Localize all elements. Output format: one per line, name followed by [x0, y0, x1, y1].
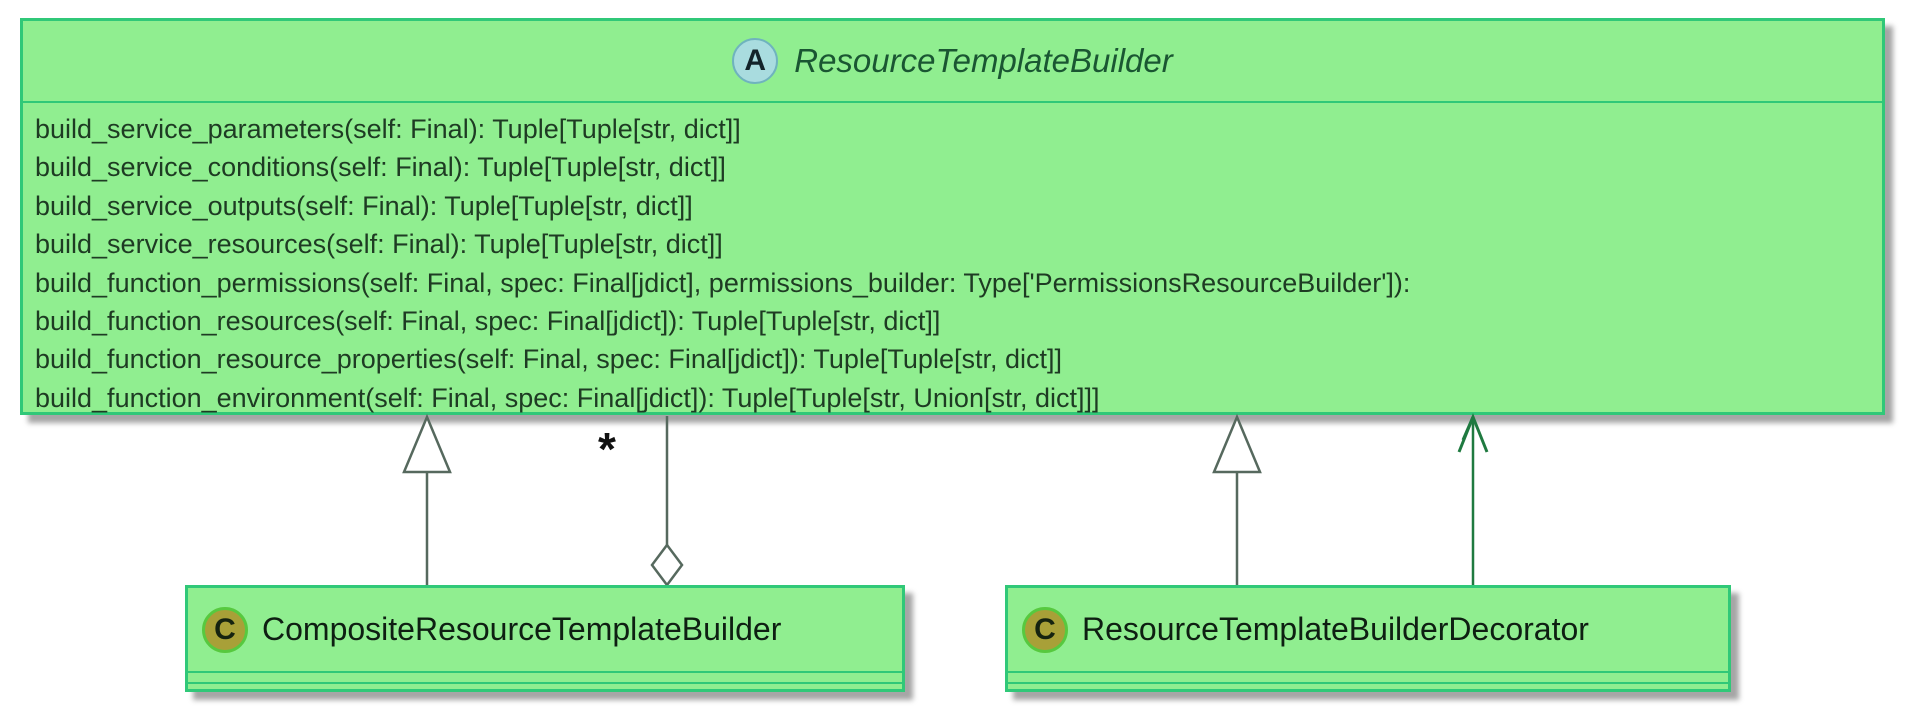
generalization-arrow-decorator [1212, 413, 1262, 586]
method-item: build_function_environment(self: Final, … [35, 382, 1100, 413]
generalization-arrow-composite [402, 413, 452, 586]
empty-fields-compartment [188, 671, 902, 682]
method-item: build_service_conditions(self: Final): T… [35, 152, 726, 183]
class-title: ResourceTemplateBuilderDecorator [1082, 611, 1589, 647]
aggregation-connector [650, 416, 684, 588]
empty-methods-compartment [1008, 682, 1728, 693]
class-header: C CompositeResourceTemplateBuilder [188, 588, 902, 671]
class-header: A ResourceTemplateBuilder [23, 21, 1882, 103]
method-item: build_service_parameters(self: Final): T… [35, 114, 741, 144]
multiplicity-label: * [598, 423, 616, 475]
class-icon: C [202, 606, 248, 653]
method-list: build_service_parameters(self: Final): T… [23, 103, 1882, 417]
method-item: build_function_permissions(self: Final, … [35, 267, 1411, 298]
class-box-resource-template-builder-decorator: C ResourceTemplateBuilderDecorator [1005, 585, 1731, 692]
class-header: C ResourceTemplateBuilderDecorator [1008, 588, 1728, 671]
class-icon: C [1022, 606, 1068, 653]
class-box-composite-resource-template-builder: C CompositeResourceTemplateBuilder [185, 585, 905, 692]
method-item: build_function_resource_properties(self:… [35, 344, 1062, 375]
empty-fields-compartment [1008, 671, 1728, 682]
class-title: CompositeResourceTemplateBuilder [262, 611, 782, 647]
method-item: build_service_outputs(self: Final): Tupl… [35, 190, 693, 221]
method-item: build_service_resources(self: Final): Tu… [35, 229, 723, 260]
association-arrow [1457, 412, 1489, 586]
empty-methods-compartment [188, 682, 902, 693]
method-item: build_function_resources(self: Final, sp… [35, 306, 941, 337]
abstract-class-icon: A [732, 38, 779, 84]
class-box-resource-template-builder: A ResourceTemplateBuilder build_service_… [20, 18, 1885, 415]
class-title: ResourceTemplateBuilder [794, 42, 1173, 79]
